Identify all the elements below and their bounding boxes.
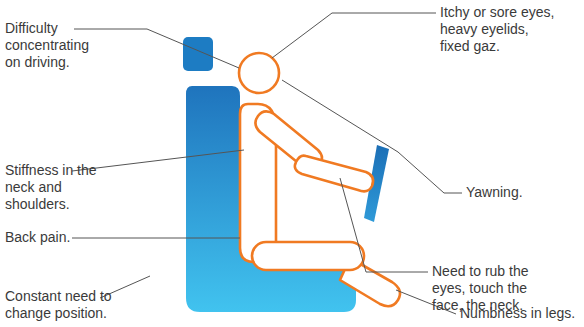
leader-line — [72, 150, 244, 171]
thigh — [252, 242, 364, 270]
leader-line — [74, 29, 239, 68]
leader-lines — [72, 13, 462, 314]
callout-label: Numbness in legs. — [460, 305, 584, 322]
callout-label: Itchy or sore eyes, heavy eyelids, fixed… — [440, 4, 562, 55]
forearm — [295, 156, 373, 192]
callout-label: Constant need to change position. — [5, 288, 130, 322]
seat — [186, 86, 356, 312]
callout-label: Back pain. — [5, 229, 115, 246]
head — [239, 53, 279, 93]
leader-line — [272, 13, 436, 58]
headrest — [183, 37, 213, 71]
driver-figure — [239, 53, 400, 306]
leader-line — [282, 80, 462, 193]
callout-label: Yawning. — [466, 184, 576, 201]
leader-line — [72, 238, 240, 239]
callout-label: Stiffness in the neck and shoulders. — [5, 162, 101, 213]
callout-label: Difficulty concentrating on driving. — [5, 20, 101, 71]
leader-line — [340, 178, 428, 272]
